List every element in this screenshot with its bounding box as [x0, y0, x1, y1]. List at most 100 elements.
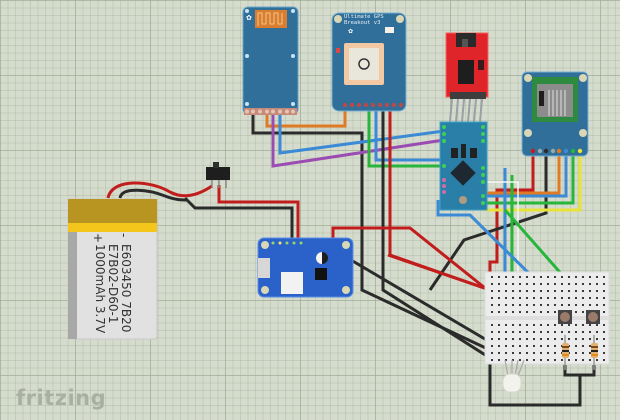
breadboard-hole: [568, 297, 570, 299]
power-switch[interactable]: [206, 162, 230, 188]
breadboard-hole: [547, 276, 549, 278]
adafruit-flower-icon: ✿: [348, 28, 353, 35]
breadboard-hole: [540, 311, 542, 313]
breadboard-hole: [554, 359, 556, 361]
breadboard-hole: [540, 283, 542, 285]
jst-connector: [281, 272, 303, 294]
wire-gps-black[interactable]: [381, 105, 491, 360]
wire-ground-loop[interactable]: [488, 356, 582, 407]
breadboard-hole: [540, 345, 542, 347]
wire-sd-orange[interactable]: [485, 153, 561, 195]
wire-bt-purple[interactable]: [271, 112, 445, 168]
breadboard-hole: [554, 297, 556, 299]
breadboard-hole: [561, 283, 563, 285]
breadboard-hole: [589, 276, 591, 278]
resistor-2[interactable]: [591, 335, 598, 370]
wire-gps-blue[interactable]: [374, 105, 444, 162]
breadboard-hole: [582, 290, 584, 292]
breadboard-hole: [491, 290, 493, 292]
breadboard-hole: [589, 345, 591, 347]
breadboard-hole: [512, 331, 514, 333]
breadboard-hole: [498, 290, 500, 292]
fritzing-watermark: fritzing: [16, 386, 107, 410]
breadboard-hole: [596, 331, 598, 333]
breadboard-hole: [519, 359, 521, 361]
charger-board[interactable]: [257, 237, 354, 298]
reset-button[interactable]: [459, 196, 467, 204]
breadboard-hole: [561, 359, 563, 361]
push-button-2[interactable]: [586, 310, 600, 324]
wire-promini-blue-btn[interactable]: [436, 200, 570, 314]
resistor-1[interactable]: [562, 335, 569, 370]
breadboard-hole: [575, 276, 577, 278]
breadboard-hole: [603, 276, 605, 278]
breadboard-hole: [603, 283, 605, 285]
sd-pin-header: [530, 148, 583, 154]
battery-minus: -: [117, 233, 131, 238]
breadboard-hole: [533, 297, 535, 299]
wire-bt-black[interactable]: [251, 112, 491, 352]
wire-bt-orange[interactable]: [265, 108, 347, 128]
breadboard-hole: [582, 276, 584, 278]
wire-battery-black[interactable]: [118, 188, 189, 202]
breadboard-hole: [554, 283, 556, 285]
breadboard-hole: [498, 304, 500, 306]
wire-sd-red[interactable]: [488, 153, 535, 285]
breadboard-hole: [519, 304, 521, 306]
breadboard-hole: [498, 359, 500, 361]
push-button-1[interactable]: [558, 310, 572, 324]
breadboard-hole: [603, 297, 605, 299]
breadboard-hole: [603, 324, 605, 326]
wire-gps-green[interactable]: [367, 105, 444, 168]
breadboard[interactable]: [484, 271, 610, 365]
breadboard-hole: [533, 331, 535, 333]
wire-charger-black[interactable]: [333, 248, 491, 344]
bluetooth-module[interactable]: ✿: [242, 6, 299, 115]
wire-switch-black[interactable]: [183, 196, 294, 240]
rgb-led[interactable]: [502, 359, 525, 393]
breadboard-hole: [498, 311, 500, 313]
breadboard-hole: [519, 283, 521, 285]
breadboard-hole: [540, 359, 542, 361]
wire-ground-loop-2[interactable]: [580, 365, 596, 377]
breadboard-hole: [540, 338, 542, 340]
breadboard-hole: [582, 345, 584, 347]
breadboard-hole: [575, 352, 577, 354]
breadboard-hole: [491, 338, 493, 340]
ftdi-chip: [458, 60, 474, 84]
mcu-chip: [450, 160, 476, 186]
arduino-pro-mini[interactable]: [439, 121, 488, 211]
breadboard-hole: [575, 324, 577, 326]
breadboard-hole: [519, 297, 521, 299]
fix-led: [336, 48, 340, 53]
lipo-battery[interactable]: [67, 198, 158, 340]
wire-sd-green[interactable]: [485, 153, 575, 205]
wire-sd-yellow[interactable]: [485, 153, 582, 212]
wire-battery-red[interactable]: [106, 181, 213, 199]
switch-knob[interactable]: [213, 162, 219, 168]
breadboard-hole: [547, 290, 549, 292]
wire-switch-red[interactable]: [217, 185, 300, 240]
breadboard-hole: [505, 359, 507, 361]
breadboard-hole: [491, 276, 493, 278]
breadboard-hole: [533, 290, 535, 292]
charger-ic: [315, 268, 327, 280]
breadboard-hole: [547, 338, 549, 340]
breadboard-hole: [519, 352, 521, 354]
breadboard-hole: [589, 352, 591, 354]
breadboard-hole: [540, 276, 542, 278]
breadboard-hole: [491, 311, 493, 313]
breadboard-hole: [491, 297, 493, 299]
breadboard-hole: [526, 304, 528, 306]
breadboard-hole: [533, 345, 535, 347]
breadboard-hole: [526, 331, 528, 333]
breadboard-hole: [540, 290, 542, 292]
ftdi-adapter[interactable]: [445, 32, 489, 123]
breadboard-hole: [519, 290, 521, 292]
mount-holes: [245, 9, 295, 106]
sd-card-module[interactable]: [521, 71, 589, 157]
gps-module[interactable]: ✿: [331, 12, 407, 112]
breadboard-hole: [603, 352, 605, 354]
wire-charger-red-2[interactable]: [387, 253, 491, 292]
